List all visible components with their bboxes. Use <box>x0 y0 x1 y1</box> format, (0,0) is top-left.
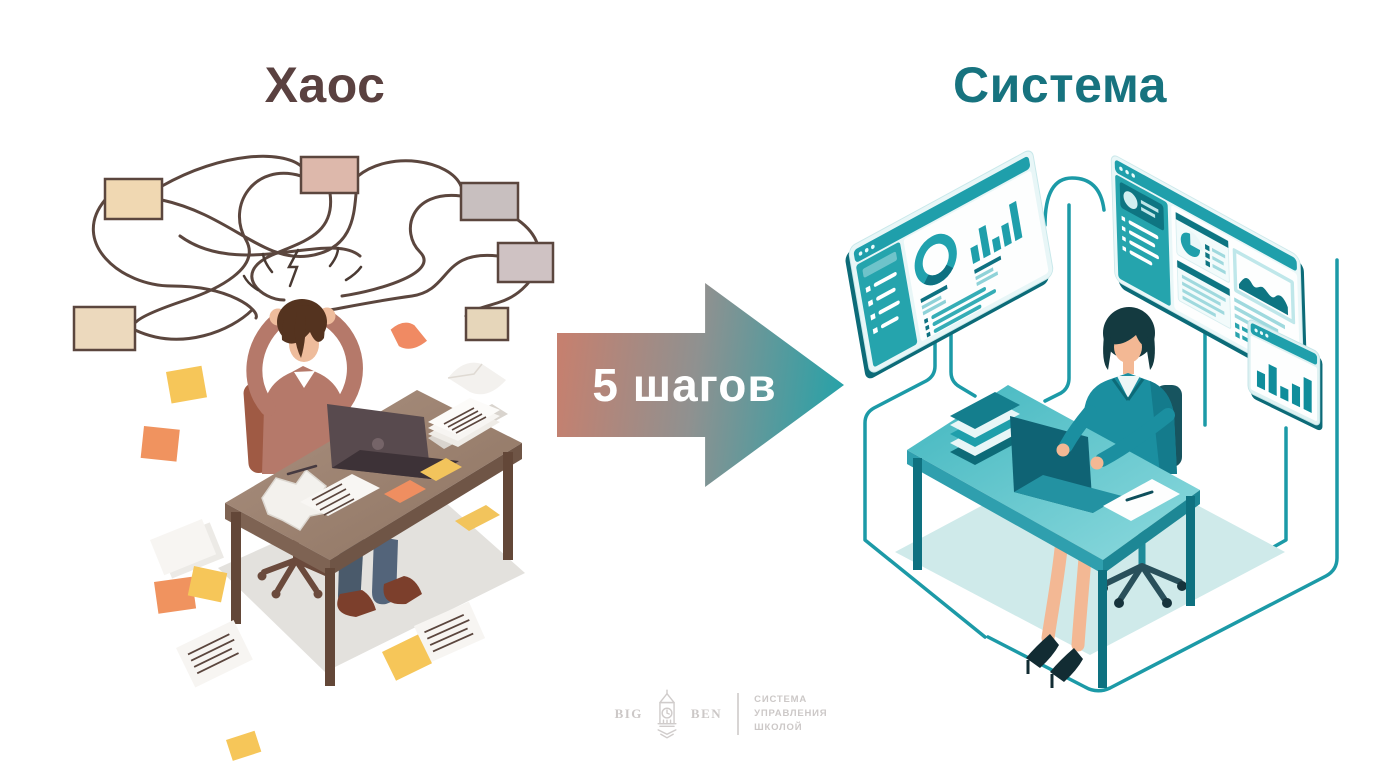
desk-leg <box>1098 570 1107 688</box>
note-box <box>72 305 137 352</box>
lined-paper <box>414 601 486 663</box>
chaos-illustration <box>72 154 555 761</box>
note-box <box>459 181 520 222</box>
connector-wires <box>863 176 1339 693</box>
laptop-keyboard <box>1014 475 1122 513</box>
heel-shoe <box>1026 634 1059 668</box>
paper-and-pen <box>1103 479 1180 521</box>
blouse-collar <box>1117 376 1140 398</box>
logo-divider <box>737 693 740 735</box>
avatar <box>1123 191 1138 209</box>
steps-arrow-label: 5 шагов <box>592 359 777 411</box>
area-chart-icon <box>1238 278 1289 316</box>
note-box <box>464 306 510 342</box>
shoe <box>337 590 376 617</box>
shirt-collar <box>294 371 315 388</box>
window-titlebar <box>853 156 1030 262</box>
tagline-line: СИСТЕМА <box>754 694 807 706</box>
shoe <box>383 576 422 605</box>
logo-brand-left: BIG <box>614 706 643 721</box>
window-dots-icon <box>1119 166 1135 178</box>
window-titlebar <box>1250 323 1318 365</box>
desk-leg <box>503 452 513 560</box>
tagline-line: ШКОЛОЙ <box>754 721 803 733</box>
desk-leg <box>1186 496 1195 606</box>
note-box <box>103 177 164 221</box>
mini-chart-window <box>1247 319 1323 431</box>
flying-papers <box>140 322 506 462</box>
desk-leg <box>913 458 922 570</box>
note-box <box>496 241 555 284</box>
bar-chart-icon <box>1256 364 1312 413</box>
system-illustration <box>845 150 1339 693</box>
floor-shadow <box>218 478 525 672</box>
hand <box>1090 456 1104 470</box>
bar-chart-icon <box>970 200 1023 265</box>
pen-icon <box>286 464 318 476</box>
steps-arrow: 5 шагов <box>557 283 844 487</box>
tangled-wires-icon <box>91 154 541 341</box>
sticky-note <box>420 458 462 481</box>
big-ben-tower-icon <box>657 689 677 739</box>
desk-document <box>300 474 380 516</box>
window-dots-icon <box>858 244 875 256</box>
desk-items <box>950 392 1180 521</box>
tagline-line: УПРАВЛЕНИЯ <box>754 708 828 720</box>
hand <box>1056 443 1070 457</box>
scattered-papers <box>150 505 500 761</box>
desk-leg <box>325 568 335 686</box>
sticky-note <box>384 480 426 503</box>
lined-paper <box>176 619 253 688</box>
paper-stack <box>428 398 508 449</box>
desk-leg <box>231 512 241 624</box>
logo-brand-right: BEN <box>690 706 723 721</box>
logo: BIG BEN СИСТЕМА УПРАВЛЕНИЯ ШКОЛОЙ <box>596 686 846 742</box>
note-boxes <box>72 155 555 352</box>
logo-tagline: СИСТЕМА УПРАВЛЕНИЯ ШКОЛОЙ <box>754 693 827 734</box>
desk-items <box>261 398 508 531</box>
chaos-title: Хаос <box>264 57 386 113</box>
window-dots-icon <box>1254 328 1269 338</box>
book-stack <box>950 392 1020 465</box>
system-title: Система <box>953 57 1167 113</box>
stress-marks-icon <box>242 246 363 292</box>
office-woman <box>1082 307 1177 474</box>
dashboard-window-left <box>845 150 1054 379</box>
heel-shoe <box>1050 648 1083 682</box>
window-titlebar <box>1114 160 1297 271</box>
note-box <box>299 155 360 195</box>
woman-legs <box>1026 533 1093 688</box>
